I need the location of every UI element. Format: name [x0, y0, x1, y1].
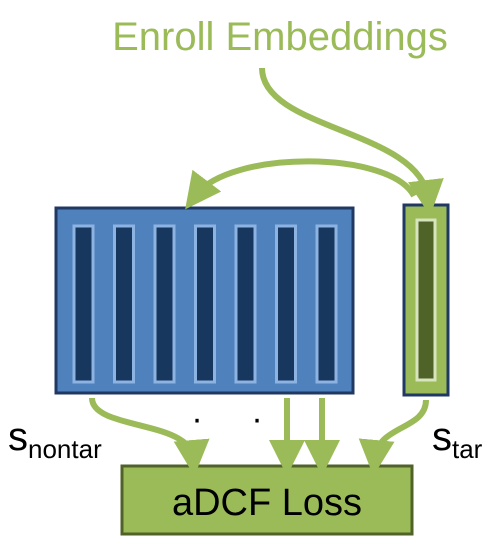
nontarget-embedding-stripes	[72, 224, 338, 384]
nontarget-embedding-stripe	[153, 224, 176, 384]
arrow-title-to-target	[259, 67, 444, 216]
nontarget-embedding-stripe	[315, 224, 338, 384]
loss-box	[120, 464, 414, 536]
target-score-label: star	[432, 415, 483, 464]
nontarget-score-sub: nontar	[28, 434, 102, 464]
nontarget-embedding-stripe	[113, 224, 135, 384]
target-score-sub: tar	[452, 434, 483, 464]
nontarget-embedding-stripe	[72, 224, 95, 384]
arrow-target-to-nontarget	[185, 158, 417, 210]
arrow-nontarget-first-to-loss	[89, 397, 210, 476]
nontarget-score-main: s	[8, 415, 28, 459]
target-embedding-stripe	[415, 218, 437, 382]
loss-label: aDCF Loss	[172, 482, 362, 524]
nontarget-embedding-stripe	[194, 224, 216, 384]
diagram-title: Enroll Embeddings	[112, 15, 448, 59]
ellipsis-dot: ·	[251, 400, 262, 438]
arrow-target-to-loss	[358, 399, 429, 476]
target-score-main: s	[432, 415, 452, 459]
ellipsis-dot: ·	[191, 400, 202, 438]
nontarget-embedding-stripe	[275, 224, 297, 384]
nontarget-score-label: snontar	[8, 415, 102, 464]
nontarget-embedding-stripe	[234, 224, 257, 384]
